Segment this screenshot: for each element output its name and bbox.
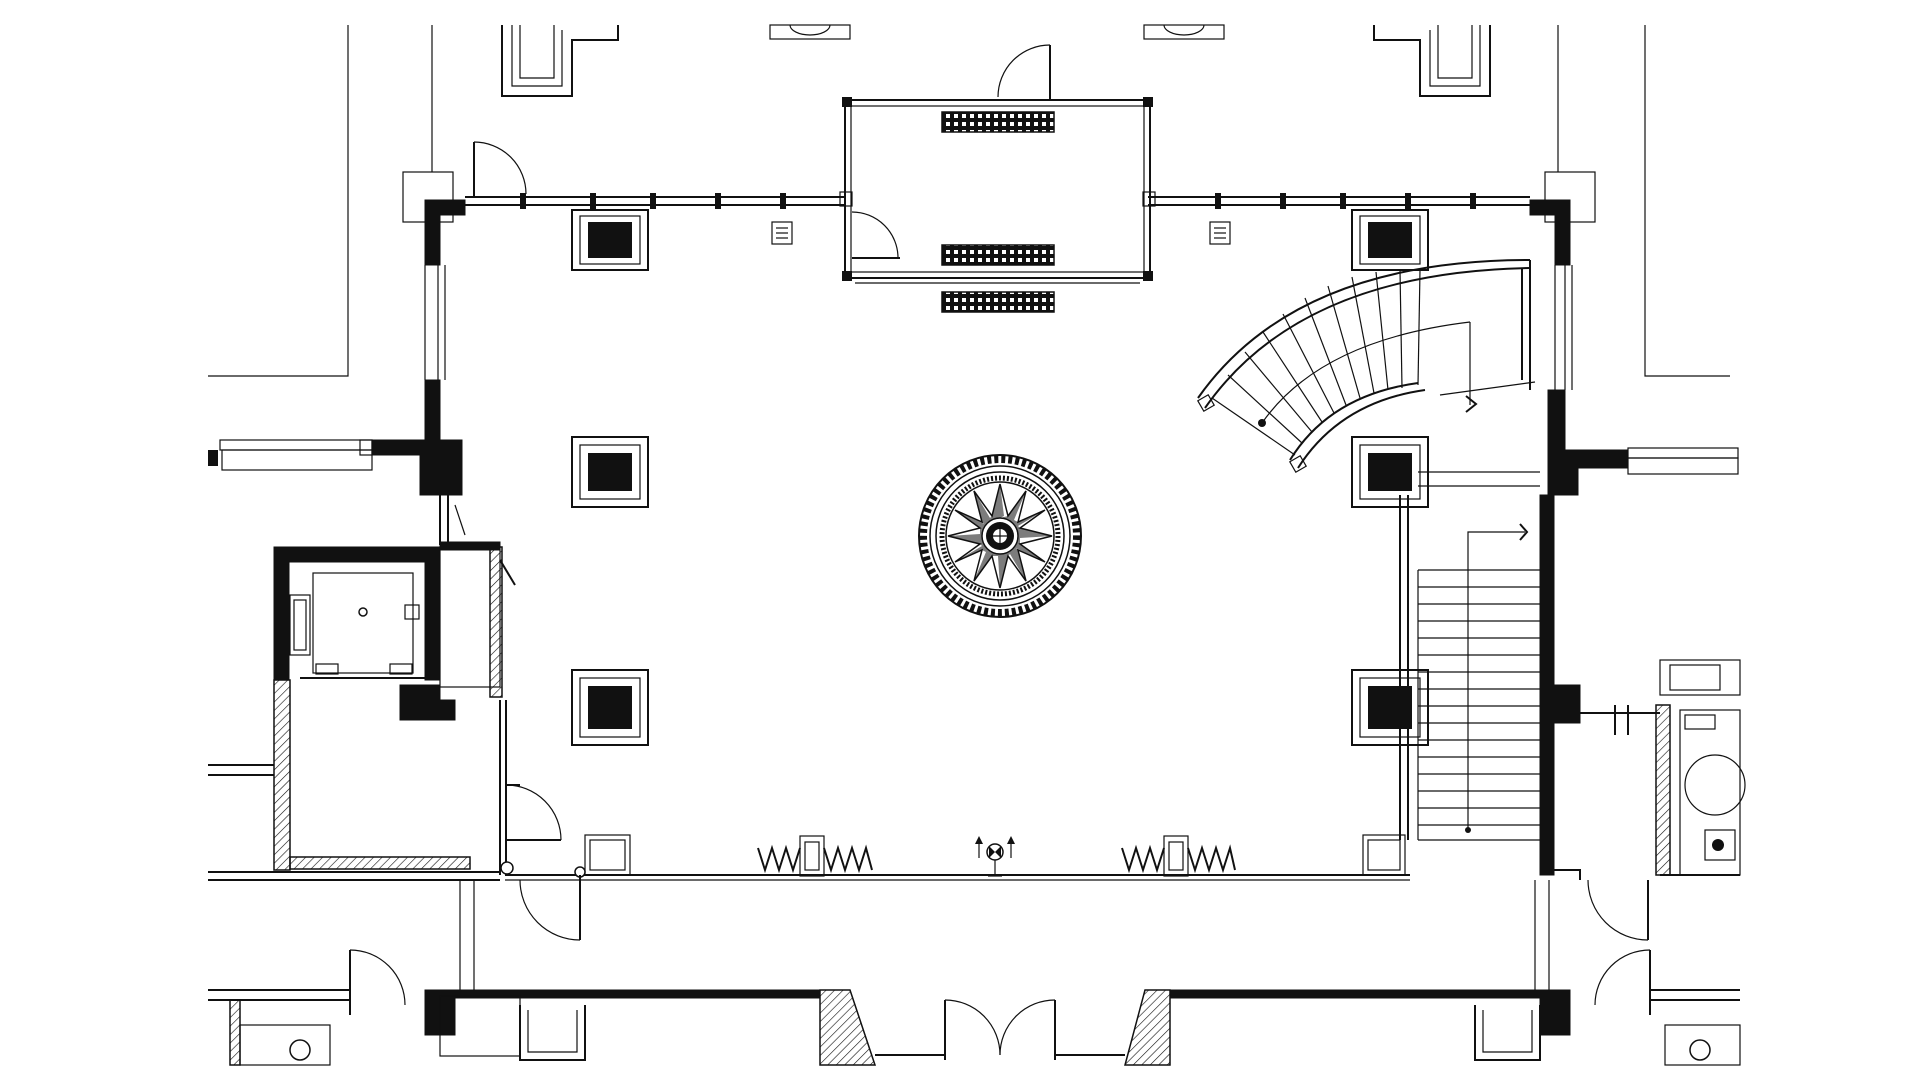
corridor <box>459 875 1649 990</box>
hall-west-wall <box>439 495 466 545</box>
hall-south-wall <box>505 834 1410 881</box>
corner-pier-top-right <box>1529 171 1629 496</box>
utility-room <box>208 679 500 881</box>
radiator-right <box>1121 835 1236 877</box>
right-courtyard <box>1557 25 1730 377</box>
elevator-lobby <box>273 546 441 681</box>
radiator-left <box>757 835 873 877</box>
arrow-symbol-icon <box>975 836 1015 877</box>
elevator-shaft <box>439 541 516 698</box>
east-corridor <box>1627 447 1739 475</box>
door-top-left <box>473 141 527 198</box>
curved-staircase <box>1196 259 1536 474</box>
west-corridor <box>208 439 373 471</box>
compass-star-medallion <box>918 454 1082 618</box>
left-courtyard <box>208 25 433 377</box>
top-niche-right <box>1143 24 1491 97</box>
column <box>1351 669 1429 746</box>
wall-switch-left <box>771 221 793 245</box>
column <box>1351 436 1429 508</box>
top-niche-left <box>501 24 851 97</box>
floor-grate <box>941 111 1055 133</box>
straight-staircase <box>1399 471 1540 841</box>
service-room-east <box>1655 659 1746 876</box>
corner-pier-top-left <box>371 171 466 496</box>
floor-grate <box>941 291 1055 313</box>
restroom-left <box>208 949 406 1066</box>
column <box>1351 209 1429 271</box>
column <box>571 669 649 746</box>
column <box>571 209 649 271</box>
hall-east-wall <box>1539 494 1660 880</box>
wall-switch-right <box>1209 221 1231 245</box>
hall-north-wall <box>465 193 1530 209</box>
column <box>571 436 649 508</box>
main-entrance-door <box>944 999 1056 1060</box>
south-facade <box>424 989 1571 1066</box>
entry-vestibule <box>839 44 1156 313</box>
door-west-lower <box>499 700 586 878</box>
restroom-right <box>1594 949 1741 1066</box>
floor-grate <box>941 244 1055 266</box>
